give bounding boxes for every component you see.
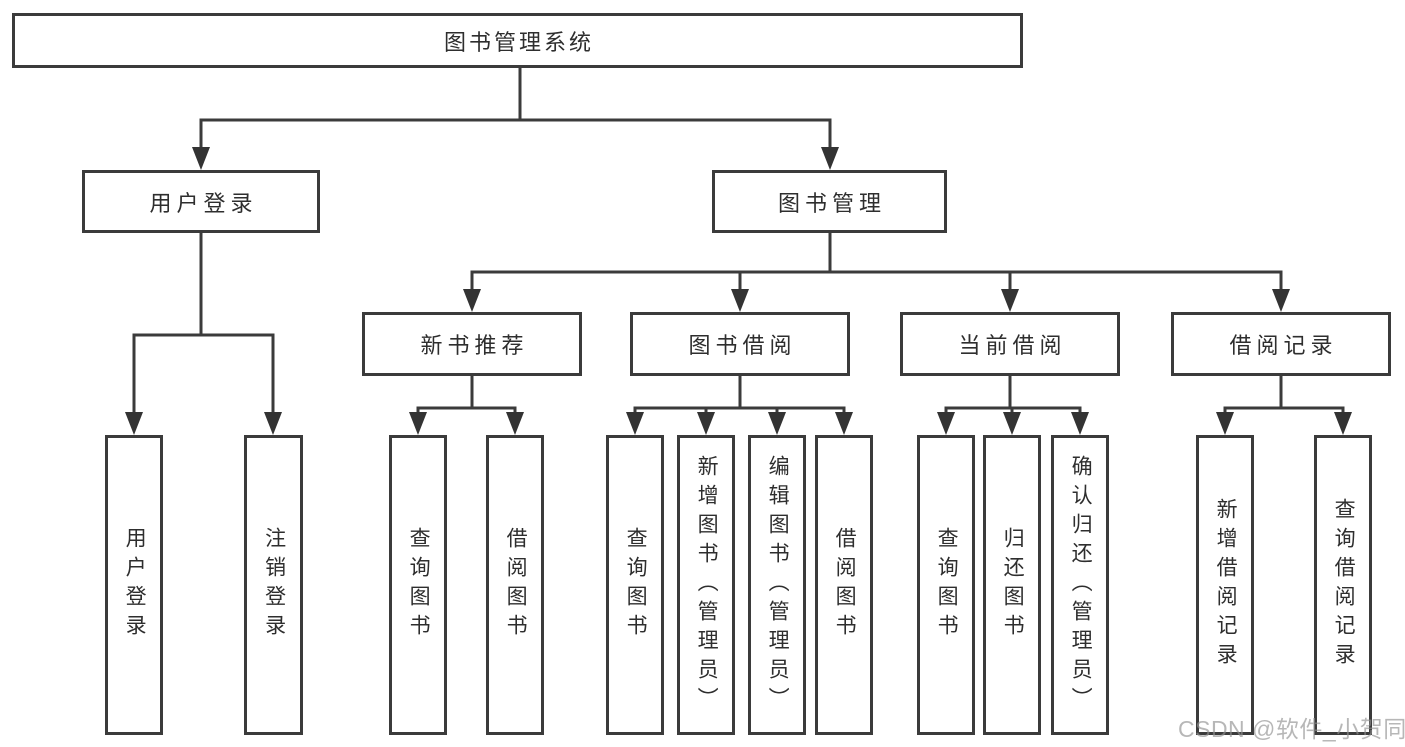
node-current-borrow-label: 当前借阅 [958,333,1067,358]
arrowhead-new-book-borrow [506,412,524,435]
connector-book-management-sections [470,231,1283,290]
arrowhead-book-borrow [731,289,749,312]
leaf-current-return-books: 归还图书 [983,435,1041,735]
connector-user-login-children [132,231,275,413]
node-borrow-records: 借阅记录 [1171,312,1391,376]
leaf-logout: 注销登录 [244,435,303,735]
arrowhead-new-book-query [409,412,427,435]
leaf-borrow-edit-books-admin-label: 编辑图书（管理员） [766,454,790,716]
node-book-management-label: 图书管理 [777,190,886,216]
leaf-user-login: 用户登录 [105,435,163,735]
arrowhead-current-borrow [1001,289,1019,312]
leaf-record-add: 新增借阅记录 [1196,435,1254,735]
leaf-record-add-label: 新增借阅记录 [1214,498,1238,672]
leaf-current-confirm-return-admin-label: 确认归还（管理员） [1069,454,1093,716]
node-book-management: 图书管理 [712,170,947,233]
connector-book-borrow-children [633,374,846,414]
arrowhead-borrow-borrow [835,412,853,435]
leaf-borrow-borrow-books: 借阅图书 [815,435,873,735]
leaf-current-query-books-label: 查询图书 [935,527,959,643]
node-book-borrow-label: 图书借阅 [688,333,797,358]
leaf-borrow-query-books: 查询图书 [606,435,664,735]
node-new-book-recommend: 新书推荐 [362,312,582,376]
leaf-record-query-label: 查询借阅记录 [1332,498,1356,672]
leaf-record-query: 查询借阅记录 [1314,435,1372,735]
connector-current-borrow-children [944,374,1082,414]
node-user-login: 用户登录 [82,170,320,233]
arrowhead-current-return [1003,412,1021,435]
leaf-new-book-borrow-books-label: 借阅图书 [504,527,528,643]
arrowhead-current-confirm [1071,412,1089,435]
leaf-new-book-borrow-books: 借阅图书 [486,435,544,735]
leaf-new-book-query-books-label: 查询图书 [407,527,431,643]
leaf-borrow-borrow-books-label: 借阅图书 [833,527,857,643]
node-user-login-label: 用户登录 [149,190,258,216]
leaf-borrow-edit-books-admin: 编辑图书（管理员） [748,435,806,735]
arrowhead-leaf-logout [264,412,282,435]
leaf-borrow-add-books-admin-label: 新增图书（管理员） [695,454,719,716]
connector-borrow-records-children [1223,374,1345,414]
connector-new-book-children [416,374,517,414]
arrowhead-record-query [1334,412,1352,435]
arrowhead-leaf-user-login [125,412,143,435]
leaf-logout-label: 注销登录 [262,527,286,643]
node-book-borrow: 图书借阅 [630,312,850,376]
arrowhead-user-login [192,147,210,170]
arrowhead-record-add [1216,412,1234,435]
node-current-borrow: 当前借阅 [900,312,1120,376]
leaf-user-login-label: 用户登录 [123,527,147,643]
arrowhead-new-book-recommend [463,289,481,312]
leaf-current-confirm-return-admin: 确认归还（管理员） [1051,435,1109,735]
node-new-book-recommend-label: 新书推荐 [420,333,529,358]
arrowhead-borrow-records [1272,289,1290,312]
arrowhead-borrow-edit [768,412,786,435]
node-root-label: 图书管理系统 [443,29,594,55]
node-borrow-records-label: 借阅记录 [1229,333,1338,358]
watermark: CSDN @软件_小贺同学 [1178,716,1405,742]
leaf-new-book-query-books: 查询图书 [389,435,447,735]
node-root: 图书管理系统 [12,13,1023,68]
leaf-borrow-add-books-admin: 新增图书（管理员） [677,435,735,735]
connector-root-to-level2 [199,66,832,150]
arrowhead-borrow-add [697,412,715,435]
arrowhead-current-query [937,412,955,435]
leaf-current-return-books-label: 归还图书 [1001,527,1025,643]
leaf-borrow-query-books-label: 查询图书 [624,527,648,643]
leaf-current-query-books: 查询图书 [917,435,975,735]
arrowhead-borrow-query [626,412,644,435]
arrowhead-book-management [821,147,839,170]
